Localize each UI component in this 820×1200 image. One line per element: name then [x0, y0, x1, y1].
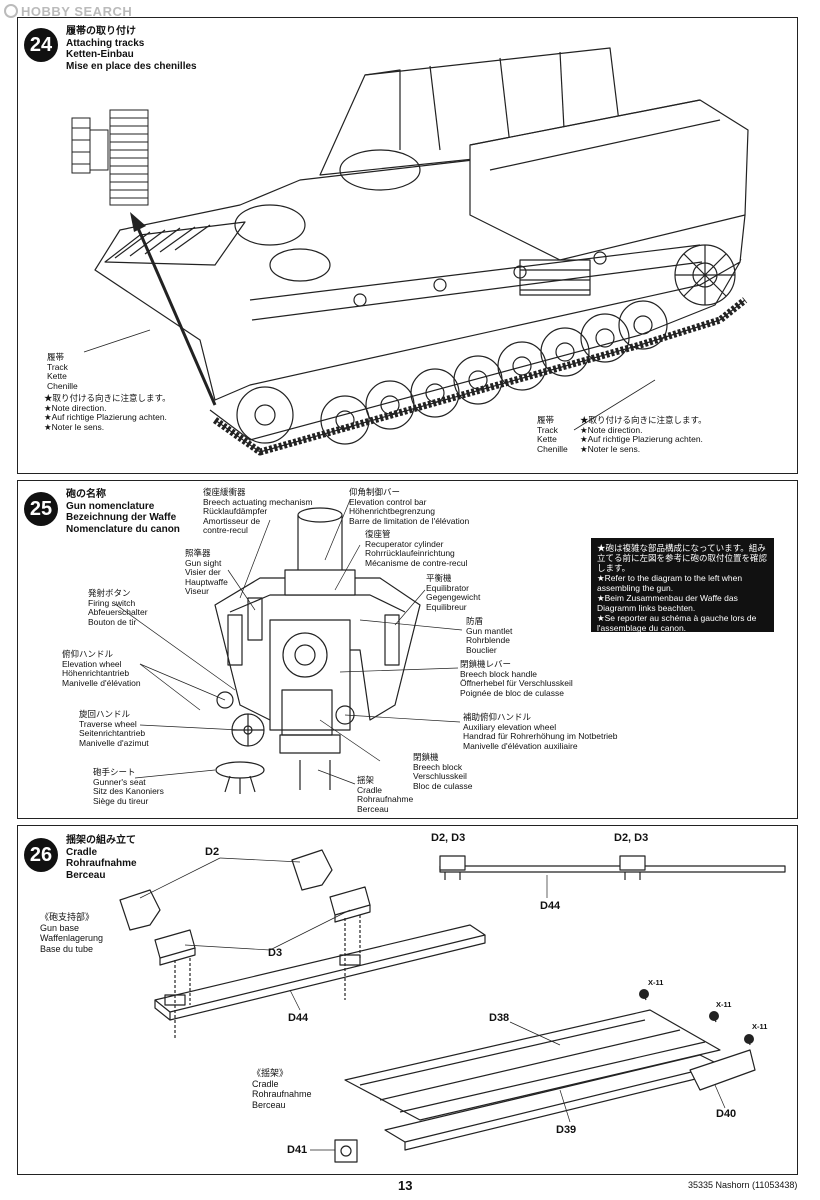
part-label-d3: D3: [268, 947, 283, 959]
part-label-x11-c: X-11: [752, 1022, 768, 1031]
part-label-d39: D39: [556, 1124, 577, 1136]
part-label-d2-d3-right: D2, D3: [614, 832, 649, 844]
part-label-d2: D2: [205, 846, 220, 858]
label-gun-sight: 照準器 Gun sight Visier der Hauptwaffe Vise…: [185, 548, 228, 596]
part-label-x11-a: X-11: [648, 978, 664, 987]
step-24-left-notes: ★取り付ける向きに注意します。 ★Note direction. ★Auf ri…: [44, 393, 171, 432]
step-25-title: 砲の名称 Gun nomenclature Bezeichnung der Wa…: [66, 489, 180, 535]
label-equilibrator: 平衡機 Equilibrator Gegengewicht Equilibreu…: [426, 573, 481, 612]
label-gunner-seat: 砲手シート Gunner's seat Sitz des Kanoniers S…: [93, 767, 164, 806]
step-25-note-box: ★砲は複雑な部品構成になっています。組み立てる前に左図を参考に砲の取付位置を確認…: [591, 538, 774, 633]
part-label-d41: D41: [287, 1144, 308, 1156]
part-label-d38: D38: [489, 1012, 510, 1024]
watermark-icon: [4, 4, 18, 18]
label-cradle: 揺架 Cradle Rohraufnahme Berceau: [357, 775, 414, 814]
label-breech-handle: 閉鎖機レバー Breech block handle Öffnerhebel f…: [460, 659, 573, 698]
step-25-number: 25: [24, 492, 58, 526]
label-elevation-wheel: 俯仰ハンドル Elevation wheel Höhenrichtantrieb…: [62, 649, 141, 688]
page-number: 13: [398, 1178, 413, 1193]
part-label-d44-top: D44: [540, 900, 561, 912]
gun-nomenclature-illustration: [114, 499, 463, 794]
label-recuperator: 復座管 Recuperator cylinder Rohrrücklaufein…: [365, 529, 468, 568]
step-24-right-notes: ★取り付ける向きに注意します。 ★Note direction. ★Auf ri…: [580, 415, 707, 454]
label-elevation-bar: 仰角制御バー Elevation control bar Höhenrichtb…: [349, 487, 470, 526]
product-code: 35335 Nashorn (11053438): [688, 1180, 798, 1190]
part-label-d2-d3-left: D2, D3: [431, 832, 466, 844]
step-24-right-track-label: 履帯 Track Kette Chenille: [537, 415, 568, 454]
label-breech-block: 閉鎖機 Breech block Verschlusskeil Bloc de …: [413, 752, 473, 791]
label-aux-elevation-wheel: 補助俯仰ハンドル Auxiliary elevation wheel Handr…: [463, 712, 618, 751]
part-label-x11-b: X-11: [716, 1000, 732, 1009]
cradle-subtitle: 《揺架》 Cradle Rohraufnahme Berceau: [252, 1068, 312, 1110]
step-24-number: 24: [24, 28, 58, 62]
watermark-logo: HOBBY SEARCH: [4, 4, 132, 19]
label-recoil-mechanism: 復座緩衝器 Breech actuating mechanism Rücklau…: [203, 487, 313, 535]
gun-base-subtitle: 《砲支持部》 Gun base Waffenlagerung Base du t…: [40, 912, 104, 954]
part-label-d40: D40: [716, 1108, 737, 1120]
part-label-d44: D44: [288, 1012, 309, 1024]
label-gun-mantlet: 防盾 Gun mantlet Rohrblende Bouclier: [466, 616, 513, 655]
step-26-panel: [17, 825, 798, 1175]
step-24-title: 履帯の取り付け Attaching tracks Ketten-Einbau M…: [66, 26, 197, 72]
nashorn-tank-illustration: [71, 47, 749, 456]
step-26-number: 26: [24, 838, 58, 872]
step-26-title: 揺架の組み立て Cradle Rohraufnahme Berceau: [66, 835, 137, 881]
label-traverse-wheel: 旋回ハンドル Traverse wheel Seitenrichtantrieb…: [79, 709, 149, 748]
step-24-left-track-label: 履帯 Track Kette Chenille: [47, 352, 78, 391]
label-firing-switch: 発射ボタン Firing switch Abfeuerschalter Bout…: [88, 588, 148, 627]
